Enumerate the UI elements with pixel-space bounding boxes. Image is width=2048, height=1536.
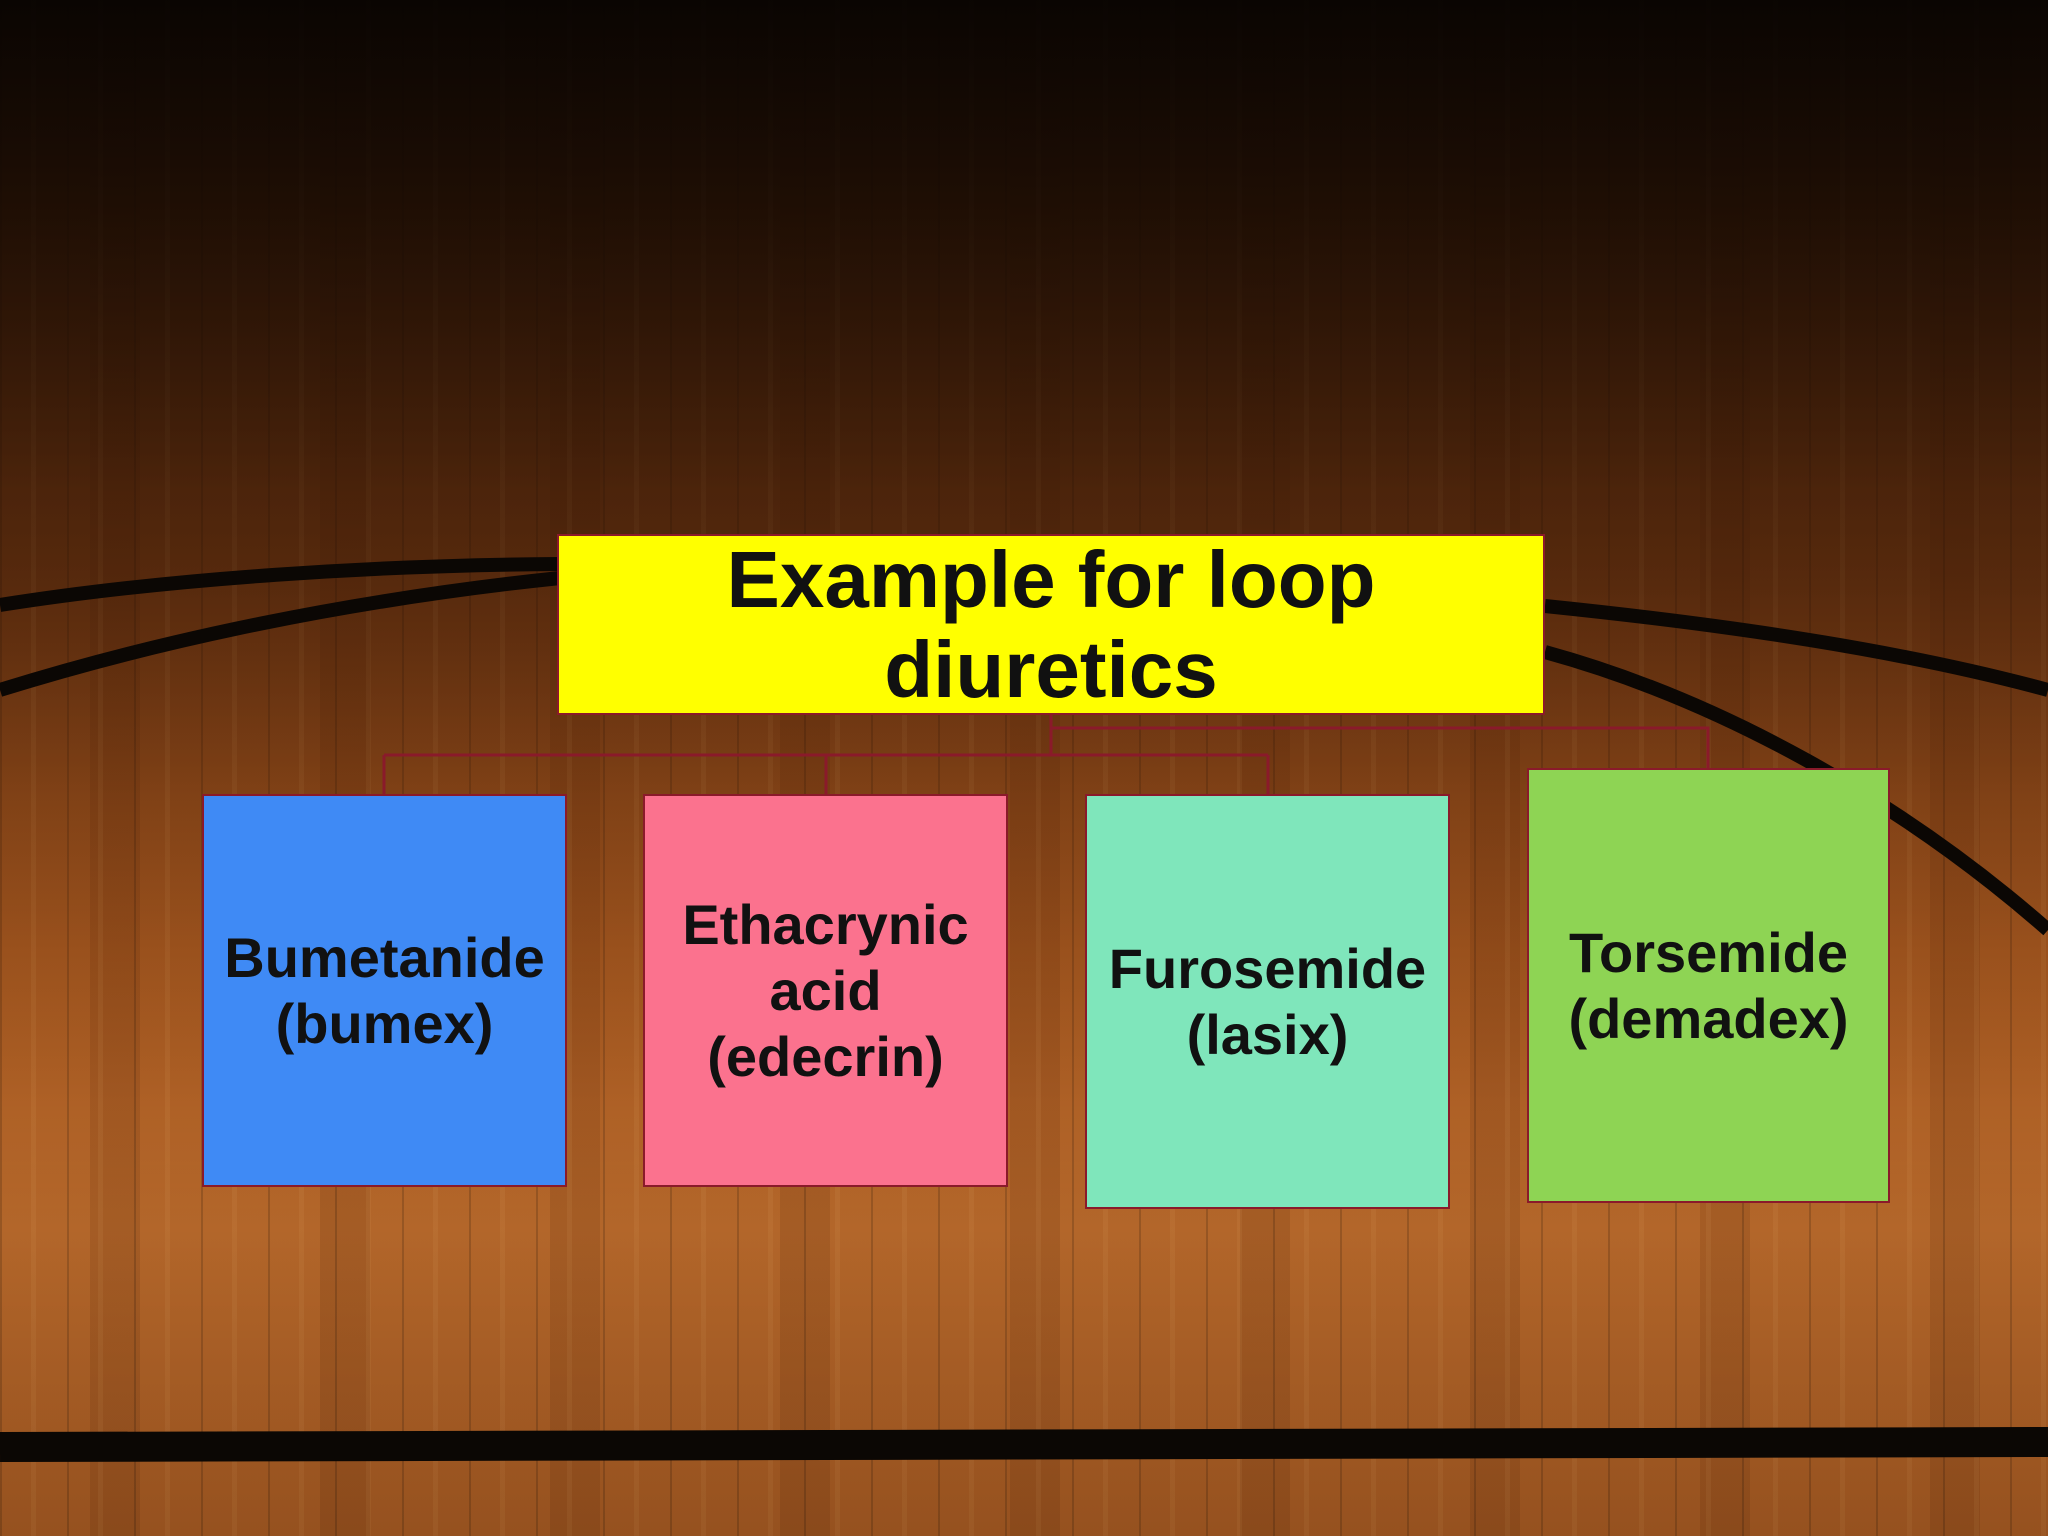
node-furosemide-label: Furosemide (lasix) [1108, 936, 1427, 1066]
node-furosemide: Furosemide (lasix) [1085, 794, 1450, 1209]
court-baseline [0, 1427, 2048, 1462]
node-torsemide-label: Torsemide (demadex) [1568, 920, 1849, 1050]
node-bumetanide-label: Bumetanide (bumex) [224, 925, 545, 1055]
diagram-title-box: Example for loop diuretics [557, 534, 1545, 715]
court-arc-left-lower [0, 571, 561, 697]
court-arc-right-upper [1544, 599, 2048, 697]
node-ethacrynic-acid: Ethacrynic acid (edecrin) [643, 794, 1008, 1187]
node-bumetanide: Bumetanide (bumex) [202, 794, 567, 1187]
node-torsemide: Torsemide (demadex) [1527, 768, 1890, 1203]
diagram-title: Example for loop diuretics [726, 534, 1376, 714]
connector-torsemide [1051, 726, 1710, 768]
node-ethacrynic-acid-label: Ethacrynic acid (edecrin) [682, 892, 969, 1088]
court-arc-right-lower [1543, 645, 2048, 936]
court-arc-left-upper [0, 557, 561, 612]
